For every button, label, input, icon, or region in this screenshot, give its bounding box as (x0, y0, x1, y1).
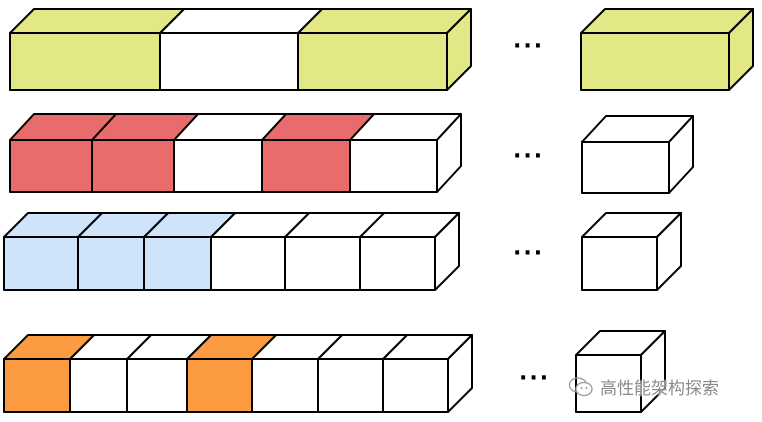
cube-top-face (9, 8, 185, 34)
row-4-cell-4 (186, 334, 277, 413)
row-3-cell-1 (3, 212, 103, 291)
row-1-cell-2 (159, 8, 323, 91)
row-3-tail-cube (581, 212, 682, 291)
cube-top-face (580, 8, 754, 34)
row-3-cell-3 (143, 212, 236, 291)
cube-front-face (580, 32, 730, 91)
row-3-cell-2 (77, 212, 169, 291)
watermark: 高性能架构探索 (568, 374, 719, 399)
cube-front-face (3, 236, 79, 291)
row-4-cell-1 (3, 334, 95, 413)
cube-front-face (159, 32, 299, 91)
row-3-cell-6 (359, 212, 460, 291)
cube-front-face (581, 236, 658, 291)
wechat-icon (568, 376, 593, 396)
cube-top-face (297, 8, 472, 34)
row-4-cell-7 (382, 334, 473, 413)
cube-front-face (349, 139, 438, 193)
cube-front-face (575, 354, 642, 413)
row-2-cell-2 (91, 113, 199, 193)
row-2-cell-1 (9, 113, 117, 193)
cube-front-face (91, 139, 175, 193)
cube-top-face (159, 8, 323, 34)
cube-front-face (261, 139, 351, 193)
row-2-cell-5 (349, 113, 462, 193)
cube-front-face (9, 139, 93, 193)
cube-front-face (143, 236, 212, 291)
row-1-cell-3 (297, 8, 472, 91)
row-4-cell-5 (251, 334, 343, 413)
cube-front-face (173, 139, 263, 193)
row-1-cell-1 (9, 8, 185, 91)
row-2-cell-3 (173, 113, 287, 193)
row-3-cell-5 (284, 212, 385, 291)
cube-front-face (186, 358, 253, 413)
row-4-cell-6 (317, 334, 408, 413)
cube-front-face (382, 358, 449, 413)
row-3-cell-4 (210, 212, 310, 291)
row-1-tail-cube (580, 8, 754, 91)
cube-front-face (297, 32, 448, 91)
cube-front-face (317, 358, 384, 413)
row-2-tail-cube (581, 115, 694, 194)
cube-front-face (251, 358, 319, 413)
watermark-text: 高性能架构探索 (600, 379, 719, 399)
cube-front-face (77, 236, 145, 291)
ellipsis-row-3: ··· (513, 241, 545, 266)
cube-front-face (9, 32, 161, 91)
row-4-tail-cube (575, 330, 666, 413)
ellipsis-row-4: ··· (519, 366, 551, 391)
cube-front-face (359, 236, 436, 291)
cube-front-face (69, 358, 128, 413)
cube-front-face (284, 236, 361, 291)
cube-front-face (3, 358, 71, 413)
cube-front-face (210, 236, 286, 291)
ellipsis-row-2: ··· (513, 144, 545, 169)
ellipsis-row-1: ··· (513, 34, 545, 59)
row-4-cell-2 (69, 334, 152, 413)
cube-front-face (126, 358, 188, 413)
cube-front-face (581, 141, 670, 194)
